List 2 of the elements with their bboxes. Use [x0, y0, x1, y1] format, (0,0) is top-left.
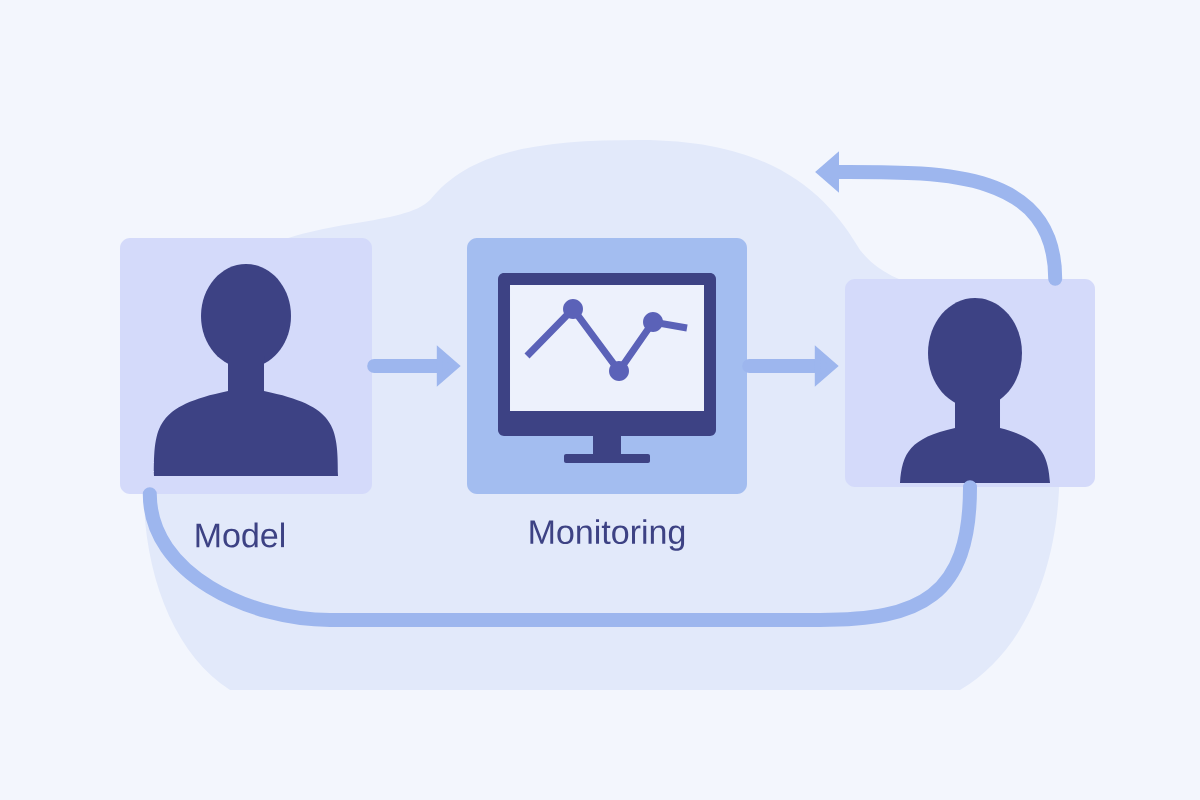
- node-label: Model: [196, 522, 284, 548]
- node-label: Monitoring: [530, 519, 685, 551]
